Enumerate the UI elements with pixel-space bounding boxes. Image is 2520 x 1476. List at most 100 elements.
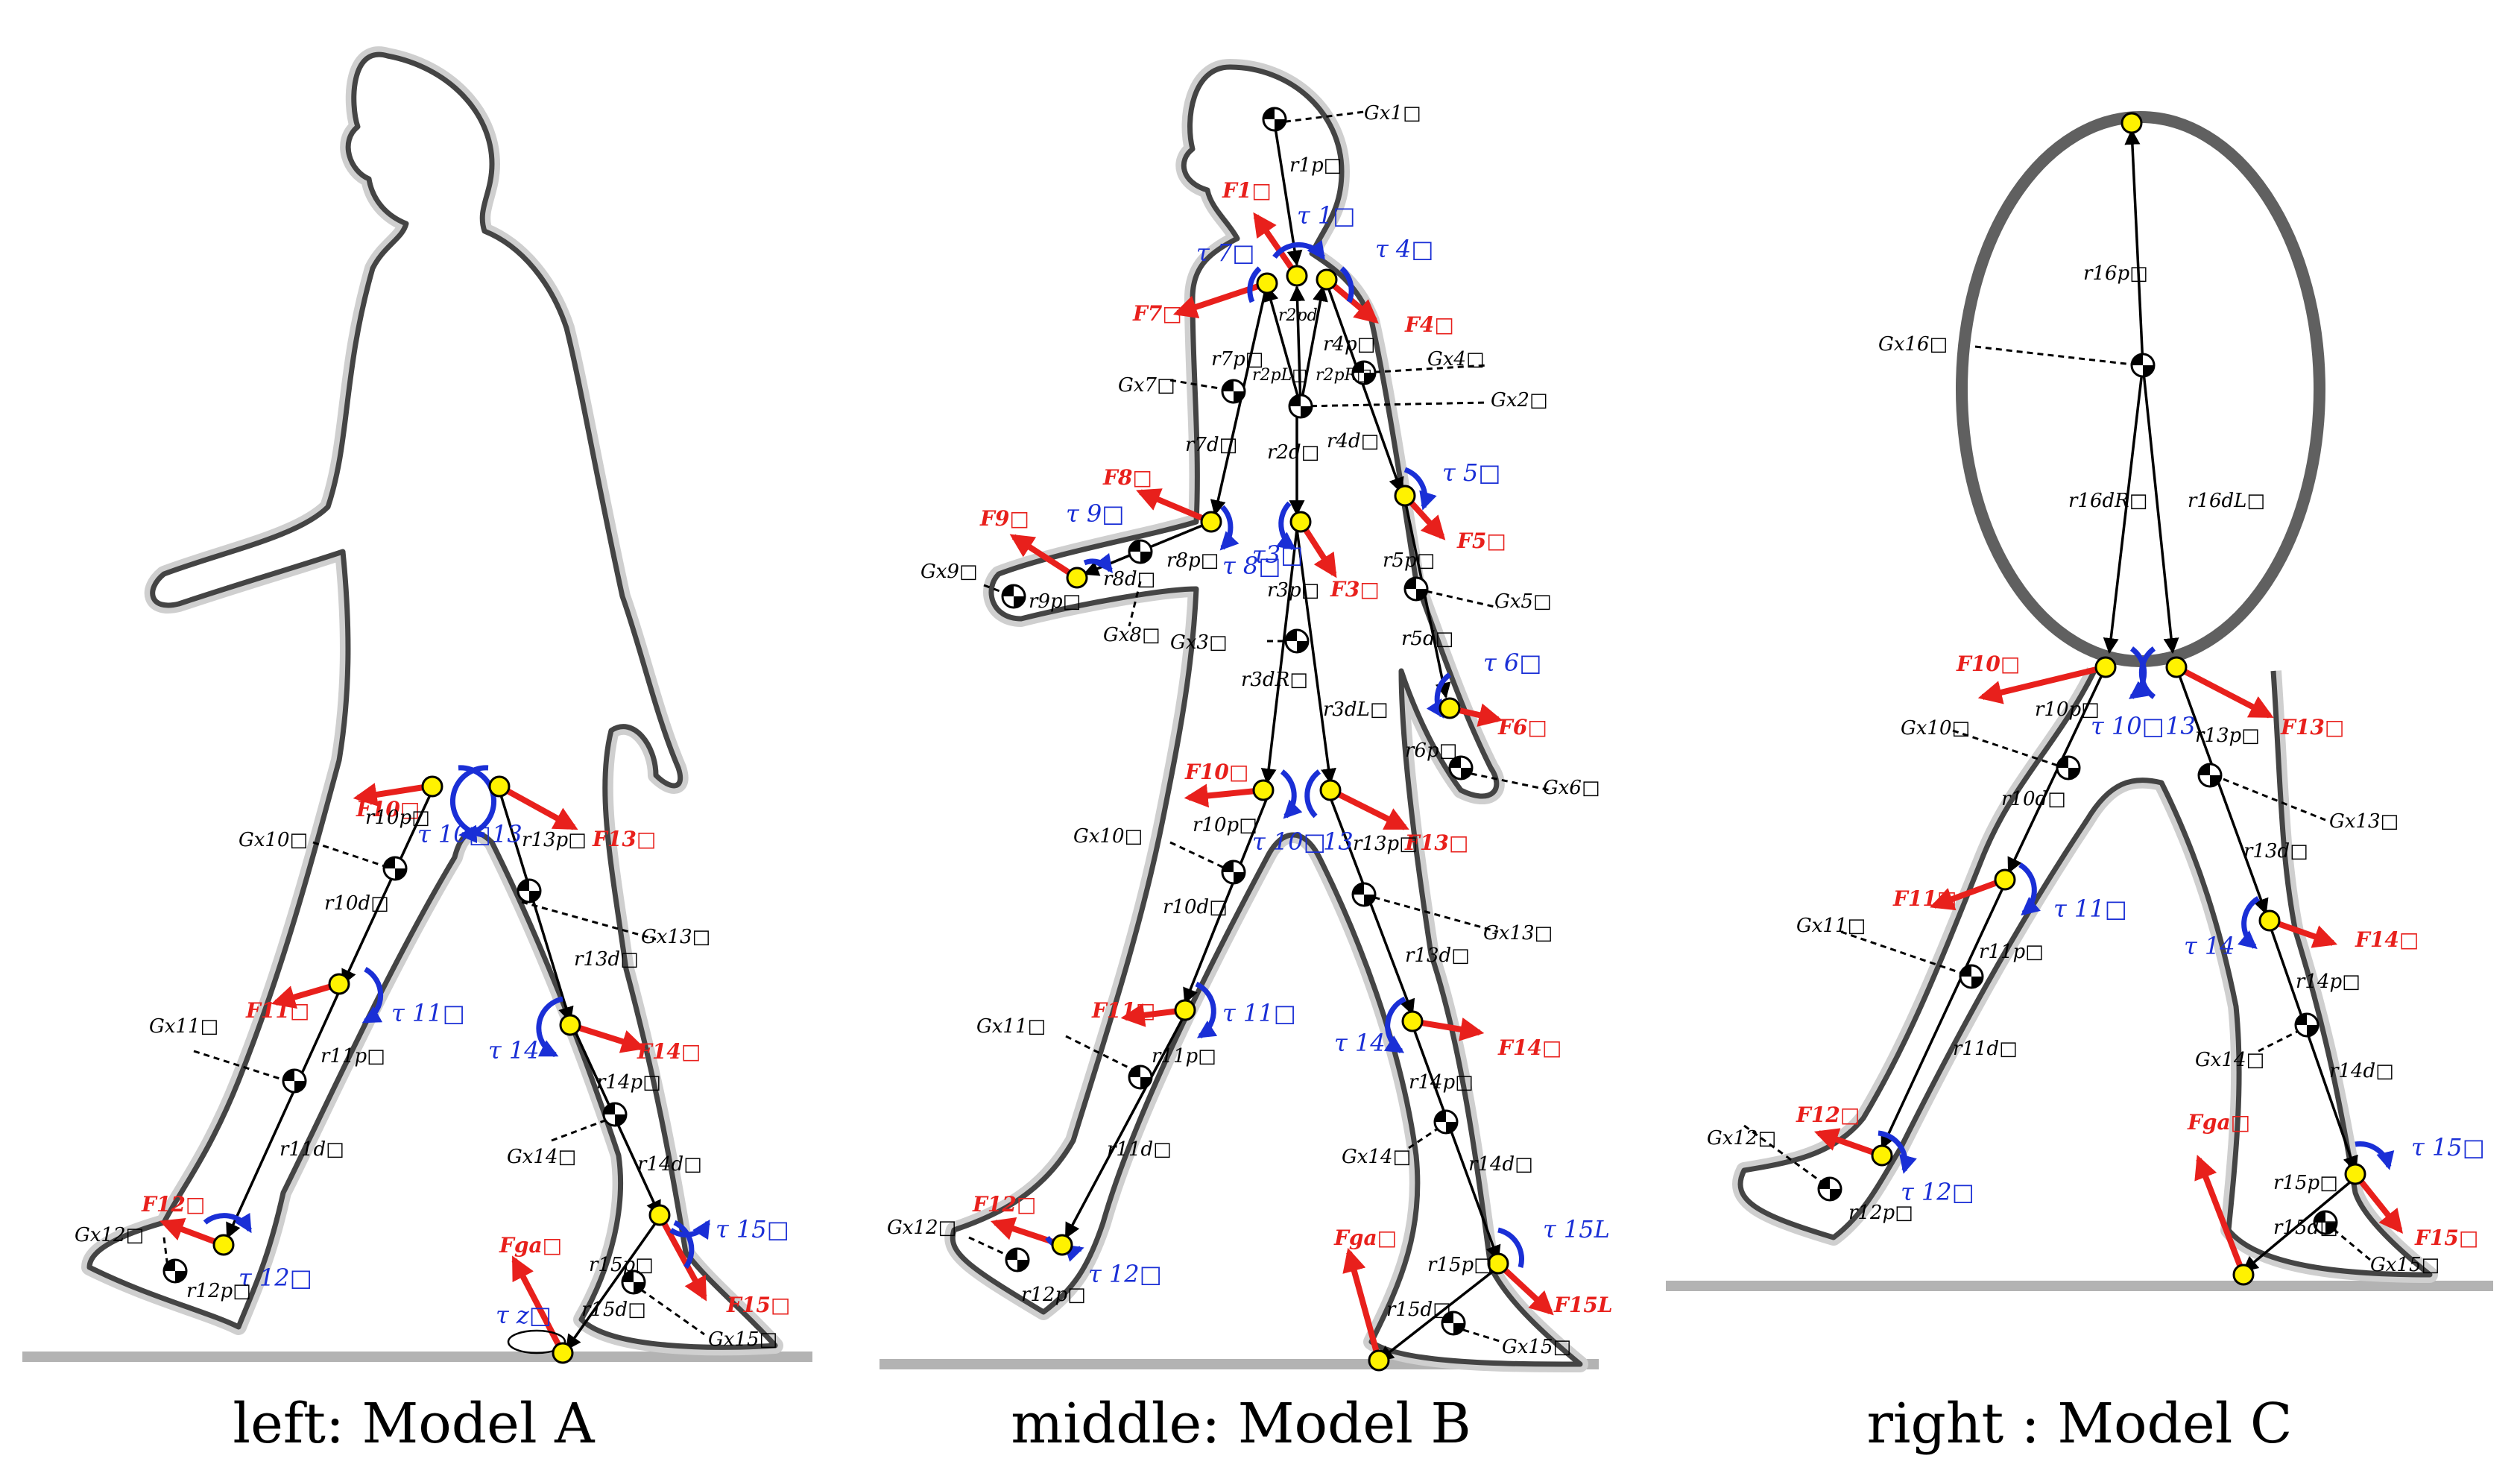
force-arrow — [2194, 1155, 2246, 1276]
label-model_b-r11p: r11p□ — [1152, 1045, 1216, 1067]
label-a-r12p: r12p□ — [186, 1280, 251, 1302]
segment-vector — [1411, 1024, 1501, 1261]
joint-a-hip-l — [488, 775, 511, 798]
joint-marker — [2094, 656, 2117, 678]
label-model_c-r12p: r12p□ — [1848, 1202, 1913, 1224]
force-arrow — [1496, 1261, 1554, 1316]
label-model_c-r14p: r14p□ — [2296, 971, 2360, 993]
joint-marker — [1289, 511, 1312, 533]
label-model_b-r13p: r13p□ — [1353, 833, 1418, 855]
segment-vector — [1289, 285, 1306, 407]
segment-vector — [2124, 128, 2144, 366]
force-arrow — [1253, 212, 1300, 278]
torque-arc — [203, 1212, 252, 1234]
joint-marker — [1051, 1234, 1073, 1256]
com-marker — [2197, 763, 2223, 788]
torque-arc — [2355, 1141, 2395, 1170]
joints-a — [212, 775, 671, 1364]
com-leader — [640, 1288, 705, 1336]
joint-marker — [1368, 1349, 1390, 1372]
com-leader — [1460, 770, 1551, 792]
label-model_b-F12: F12□ — [972, 1192, 1036, 1217]
label-a-x15: Gx15□ — [708, 1328, 777, 1351]
label-a-F14: F14□ — [637, 1039, 701, 1064]
label-model_c-F12: F12□ — [1796, 1103, 1860, 1127]
joint-marker — [1316, 268, 1338, 291]
label-a-r10d: r10d□ — [324, 892, 389, 915]
label-model_b-x14: Gx14□ — [1342, 1146, 1411, 1168]
labels-b: Gx1□ r1p□ F1□ τ 1□ τ 7□ τ 4□ F7□ F4□ r2p… — [887, 102, 1613, 1358]
label-model_b-r4p: r4p□ — [1323, 333, 1375, 356]
torque-arc — [669, 1219, 710, 1240]
label-model_c-F11: F11□ — [1892, 886, 1957, 911]
force-arrow — [1184, 783, 1264, 808]
force-arrow — [2268, 918, 2338, 948]
shape — [507, 1329, 566, 1354]
label-model_c-F13: F13□ — [2280, 715, 2344, 739]
torque-arc — [1083, 552, 1113, 573]
label-model_b-x1: Gx1□ — [1364, 102, 1421, 124]
label-model_b-F4: F4□ — [1404, 312, 1454, 337]
silhouette-a — [86, 51, 778, 1350]
com-marker — [1284, 628, 1310, 654]
com-leader — [1952, 729, 2065, 769]
force-arrow — [511, 1255, 566, 1354]
segment-vector — [2141, 365, 2179, 655]
com-marker — [2130, 353, 2156, 378]
label-model_b-r3p: r3p□ — [1267, 579, 1319, 602]
silhouette-c — [1737, 669, 2433, 1278]
label-model_b-Fga: Fga□ — [1333, 1226, 1397, 1250]
segment-vector — [1273, 122, 1303, 267]
joint-marker — [1286, 265, 1308, 287]
joint-a-knee-l — [559, 1014, 581, 1036]
com-leader — [1128, 581, 1142, 627]
label-model_b-r9p: r9p□ — [1029, 590, 1081, 613]
force-arrow — [2175, 664, 2274, 719]
label-model_b-r2pd: r2pd — [1278, 306, 1318, 325]
joint-a-ankle-r — [212, 1234, 235, 1256]
label-model_b-r13d: r13d□ — [1405, 944, 1470, 967]
joints-c — [1871, 112, 2366, 1286]
label-model_b-tau15: τ 15L — [1543, 1215, 1610, 1243]
label-model_b-tau4: τ 4□ — [1375, 235, 1433, 263]
label-model_b-F3: F3□ — [1330, 577, 1380, 602]
com-marker — [517, 878, 542, 903]
label-model_c-r14d: r14d□ — [2329, 1060, 2394, 1082]
label-a-tau14: τ 14 — [488, 1036, 540, 1065]
label-model_c-x16: Gx16□ — [1878, 333, 1948, 356]
force-arrow — [353, 783, 429, 807]
label-a-r11p: r11p□ — [320, 1045, 385, 1067]
label-model_b-F9: F9□ — [979, 506, 1029, 531]
com-marker — [1288, 394, 1313, 419]
torque-arc — [1383, 996, 1406, 1053]
caption-model-b: middle: Model B — [1011, 1392, 1471, 1456]
joint-a-ankle-l — [648, 1204, 671, 1226]
com-marker — [1959, 964, 1984, 989]
com-marker — [382, 856, 408, 881]
label-a-F12: F12□ — [141, 1192, 205, 1217]
forces-c — [1813, 664, 2403, 1276]
label-a-F13: F13□ — [592, 827, 656, 851]
com-leader — [1974, 345, 2140, 367]
segment-vector — [2268, 924, 2358, 1172]
label-model_b-tau1: τ 1□ — [1297, 201, 1355, 230]
torque-arc — [2238, 896, 2260, 950]
com-leader — [1363, 893, 1499, 933]
caption-model-c: right : Model C — [1866, 1392, 2292, 1456]
com-leader — [193, 1050, 288, 1082]
label-model_b-r3dL: r3dL□ — [1323, 698, 1388, 721]
label-a-r15d: r15d□ — [581, 1299, 646, 1321]
segment-vector — [1295, 529, 1336, 785]
label-model_b-r11d: r11d□ — [1107, 1138, 1172, 1161]
com-marker — [1262, 107, 1287, 132]
segment-vector — [1263, 285, 1302, 407]
com-marker — [1005, 1247, 1030, 1272]
joint-marker — [1066, 567, 1088, 589]
com-leader — [1743, 1124, 1827, 1187]
com-marker — [1128, 1065, 1153, 1090]
label-model_b-tau12: τ 12□ — [1088, 1260, 1162, 1288]
segment-vector — [2175, 666, 2269, 915]
label-a-tau11: τ 11□ — [391, 999, 465, 1027]
label-a-r10p: r10p□ — [365, 807, 430, 829]
label-model_b-r1p: r1p□ — [1289, 154, 1342, 177]
